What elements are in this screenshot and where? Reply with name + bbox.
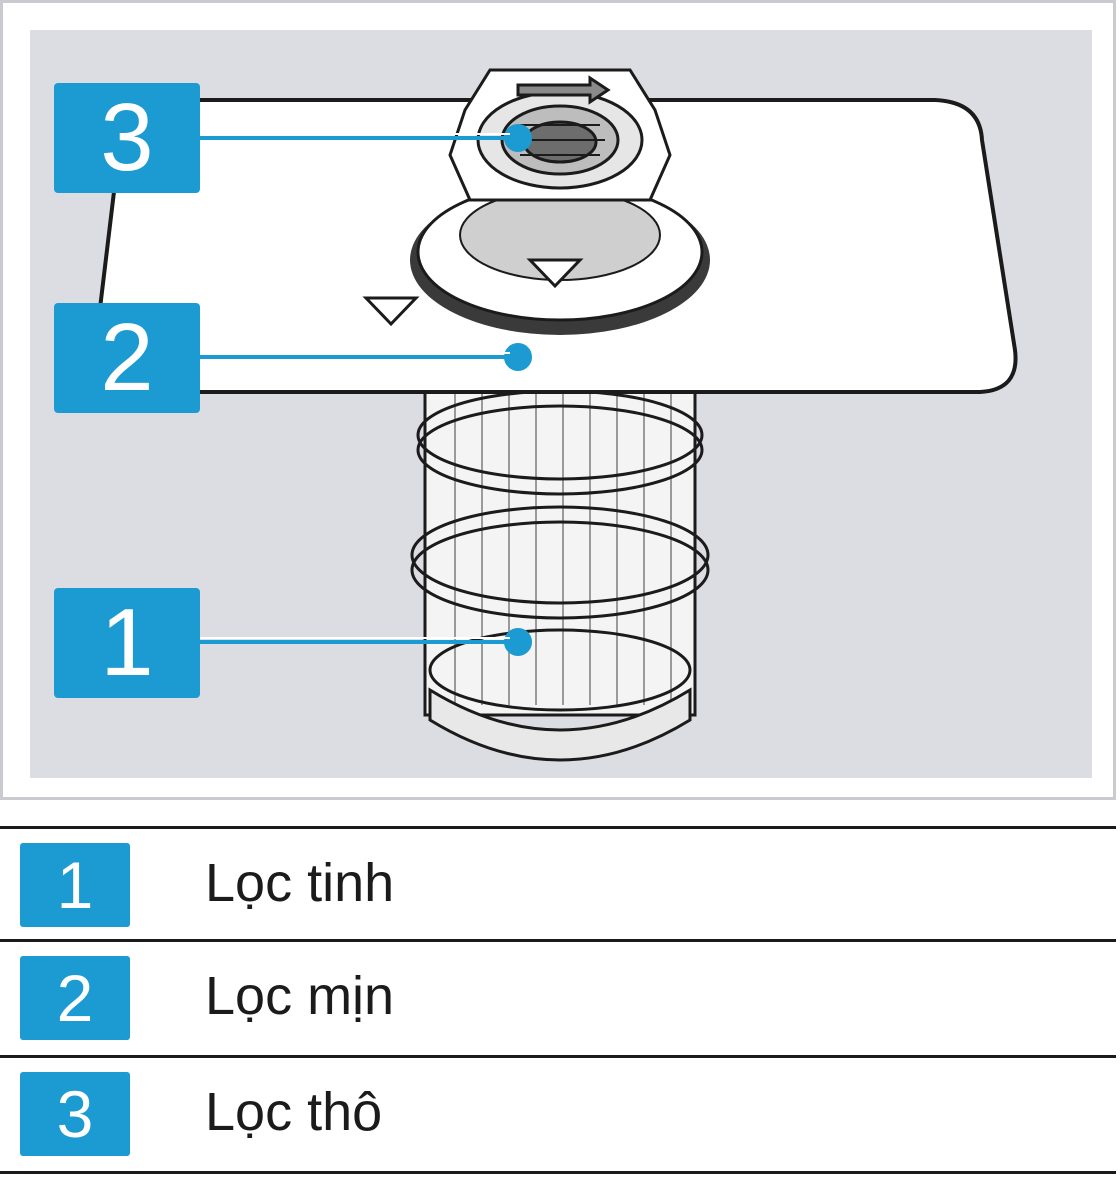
callout-number: 2 <box>100 304 154 411</box>
filter-diagram-frame: 3 2 1 <box>0 0 1116 800</box>
legend-number-badge: 3 <box>20 1072 130 1156</box>
legend-table: 1 Lọc tinh 2 Lọc mịn 3 Lọc thô <box>0 826 1116 1174</box>
fine-filter-cylinder <box>410 373 710 762</box>
filter-diagram-canvas: 3 2 1 <box>30 30 1092 778</box>
callout-number: 1 <box>100 589 154 696</box>
callout-number: 3 <box>100 84 154 191</box>
filter-assembly-illustration <box>92 68 1018 762</box>
legend-row: 2 Lọc mịn <box>0 942 1116 1058</box>
legend-number: 2 <box>56 961 94 1035</box>
legend-row: 1 Lọc tinh <box>0 826 1116 942</box>
legend-number: 3 <box>56 1077 94 1151</box>
legend-row: 3 Lọc thô <box>0 1058 1116 1174</box>
callout-badge-3: 3 <box>54 83 200 193</box>
callout-badge-2: 2 <box>54 303 200 413</box>
legend-label: Lọc mịn <box>205 966 395 1026</box>
coarse-filter <box>448 68 672 202</box>
legend-number-badge: 2 <box>20 956 130 1040</box>
legend-number: 1 <box>56 848 94 922</box>
legend-label: Lọc tinh <box>205 853 395 913</box>
legend-number-badge: 1 <box>20 843 130 927</box>
legend-label: Lọc thô <box>205 1082 383 1142</box>
callout-badge-1: 1 <box>54 588 200 698</box>
